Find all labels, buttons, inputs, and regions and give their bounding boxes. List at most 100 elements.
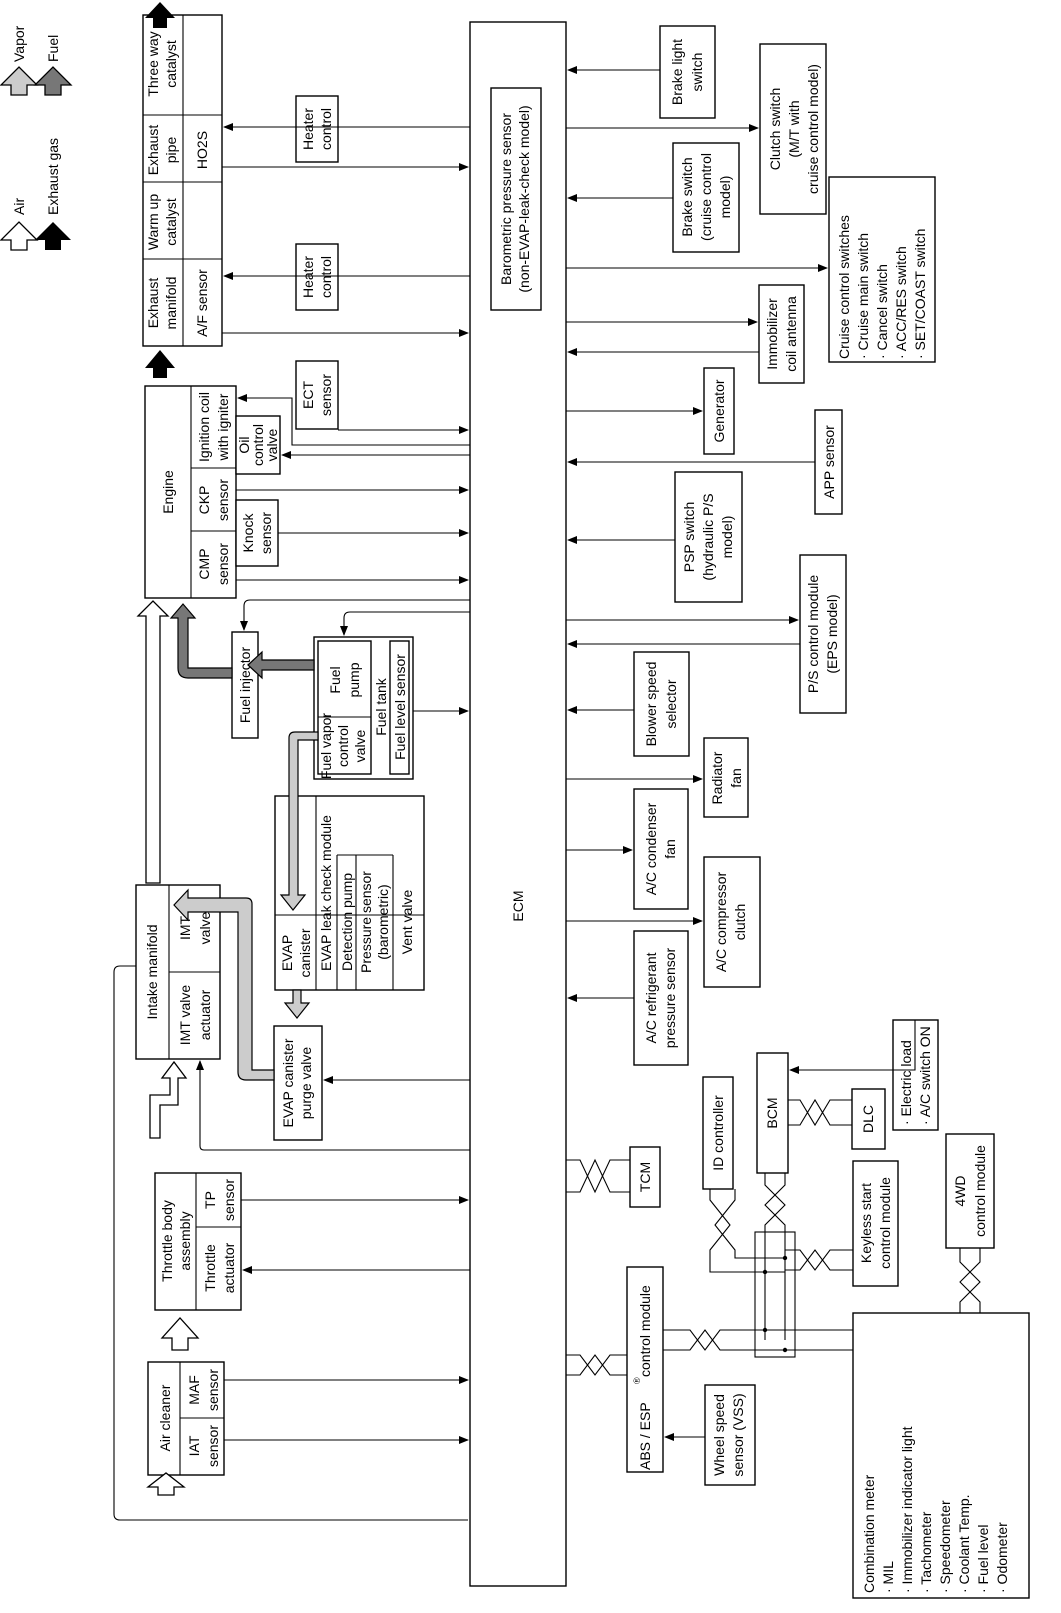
cm-l3: · Immobilizer indicator light <box>899 1426 915 1593</box>
fuel-arrow-icon <box>247 650 315 680</box>
air-arrow-icon <box>146 1472 186 1496</box>
engine-block: Engine CMP sensor CKP sensor Ignition co… <box>144 385 237 599</box>
pressure-l1: Pressure sensor <box>358 871 374 973</box>
ckp-sensor-l2: sensor <box>215 479 231 521</box>
psp-l2: (hydraulic P/S <box>700 493 716 580</box>
psp-l1: PSP switch <box>681 502 697 573</box>
knock-l2: sensor <box>258 512 274 554</box>
cruise-l5: · SET/COAST switch <box>912 229 928 359</box>
vapor-arrow-icon <box>283 989 311 1019</box>
intake-manifold-block: Intake manifold IMT valve actuator IMT v… <box>135 884 221 1060</box>
iat-sensor-l1: IAT <box>186 1435 202 1456</box>
maf-sensor-l2: sensor <box>205 1369 221 1411</box>
bls-l1: Brake light <box>669 39 685 105</box>
acc-l2: fan <box>662 839 678 858</box>
maf-sensor-l1: MAF <box>186 1375 202 1405</box>
imt-actuator-l1: IMT valve <box>177 985 193 1046</box>
legend-exhaust-label: Exhaust gas <box>45 138 61 215</box>
air-arrow-icon <box>160 1317 200 1351</box>
ect-l2: sensor <box>318 374 334 416</box>
exh-manifold-l1: Exhaust <box>145 278 161 329</box>
combination-meter-box: Combination meter · MIL · Immobilizer in… <box>852 1312 1030 1599</box>
ecm-block: ECM Barometric pressure sensor (non-EVAP… <box>469 21 567 1587</box>
oil-l3: valve <box>264 428 280 461</box>
threeway-l2: catalyst <box>163 40 179 88</box>
bcm-box: BCM <box>756 1052 789 1174</box>
4wd-l2: control module <box>972 1145 988 1237</box>
generator-box: Generator <box>703 367 735 455</box>
bls-l2: switch <box>689 53 705 92</box>
bs-l1: Brake switch <box>679 157 695 236</box>
acp-l2: clutch <box>732 904 748 941</box>
tcm-box: TCM <box>629 1146 661 1208</box>
bs-l2: (cruise control <box>698 153 714 241</box>
clutch-l1: Clutch switch <box>767 88 783 170</box>
purge-valve-box: EVAP canister purge valve <box>273 1025 323 1141</box>
junction-dot <box>762 1327 768 1333</box>
cruise-l1: Cruise control switches <box>836 215 852 359</box>
exhaust-arrow-icon <box>145 350 175 378</box>
pressure-l2: (barometric) <box>375 884 391 959</box>
fuel-injector-label: Fuel injector <box>237 647 253 724</box>
vapor-arrow-icon <box>0 66 39 96</box>
ws-l1: Wheel speed <box>711 1394 727 1476</box>
cm-l2: · MIL <box>880 1561 896 1593</box>
baro-sensor-line2: (non-EVAP-leak-check model) <box>516 105 532 292</box>
abs-l1: ABS / ESP <box>637 1402 653 1470</box>
cruise-l3: · Cancel switch <box>874 264 890 359</box>
ps-l2: (EPS model) <box>824 594 840 673</box>
keyless-l2: control module <box>877 1177 893 1269</box>
cm-l5: · Speedometer <box>937 1500 953 1593</box>
threeway-l1: Three way <box>145 31 161 96</box>
evap-module-title: EVAP leak check module <box>318 815 334 971</box>
dlc-box: DLC <box>851 1088 886 1150</box>
cm-l1: Combination meter <box>861 1474 877 1593</box>
exhaust-arrow-icon <box>35 222 71 250</box>
engine-title: Engine <box>160 470 176 514</box>
ac-refrigerant-box: A/C refrigerant pressure sensor <box>633 930 689 1066</box>
cruise-l4: · ACC/RES switch <box>893 246 909 359</box>
legend-air-label: Air <box>11 198 27 215</box>
tcm-label: TCM <box>637 1162 653 1192</box>
throttle-body-l1: Throttle body <box>159 1200 175 1282</box>
exhaust-flow-arrows <box>145 2 175 378</box>
imt-actuator-l2: actuator <box>197 989 213 1040</box>
legend-fuel-label: Fuel <box>45 35 61 62</box>
canister-l1: EVAP <box>279 935 295 971</box>
heater-control-box-1: Heater control <box>295 95 339 163</box>
oil-control-valve-box: Oil control valve <box>235 415 281 475</box>
heater2-l2: control <box>318 256 334 298</box>
id-controller-box: ID controller <box>702 1076 734 1190</box>
heater2-l1: Heater <box>300 256 316 298</box>
psp-l3: model) <box>719 516 735 559</box>
ac-compressor-box: A/C compressor clutch <box>703 856 761 988</box>
generator-label: Generator <box>711 379 727 442</box>
fuel-pump-l2: pump <box>346 662 362 697</box>
fuel-flow-arrows <box>169 603 315 680</box>
keyless-l1: Keyless start <box>858 1183 874 1263</box>
brake-light-switch-box: Brake light switch <box>659 25 716 119</box>
junction-dot <box>762 1269 768 1275</box>
pipe-l1: Exhaust <box>145 125 161 176</box>
vapor-flow-arrows <box>173 731 319 1081</box>
heater-control-box-2: Heater control <box>295 243 339 311</box>
junction-dot <box>782 1347 788 1353</box>
cruise-l2: · Cruise main switch <box>855 233 871 359</box>
acr-l2: pressure sensor <box>662 947 678 1048</box>
cm-l6: · Coolant Temp. <box>956 1494 972 1593</box>
vent-valve: Vent valve <box>399 889 415 954</box>
throttle-body-l2: assembly <box>177 1211 193 1270</box>
wheel-speed-box: Wheel speed sensor (VSS) <box>704 1384 756 1486</box>
oil-l1: Oil <box>236 436 252 453</box>
blower-l2: selector <box>663 679 679 728</box>
ect-l1: ECT <box>300 381 316 409</box>
immo-l1: Immobilizer <box>764 298 780 370</box>
throttle-actuator-l1: Throttle <box>202 1244 218 1292</box>
abs-registered-mark: ® <box>632 1377 642 1384</box>
radiator-l2: fan <box>728 768 744 787</box>
radiator-l1: Radiator <box>709 751 725 804</box>
blower-l1: Blower speed <box>643 662 659 747</box>
air-flow-arrows <box>136 600 200 1496</box>
ho2s: HO2S <box>194 131 210 169</box>
heater1-l2: control <box>318 108 334 150</box>
